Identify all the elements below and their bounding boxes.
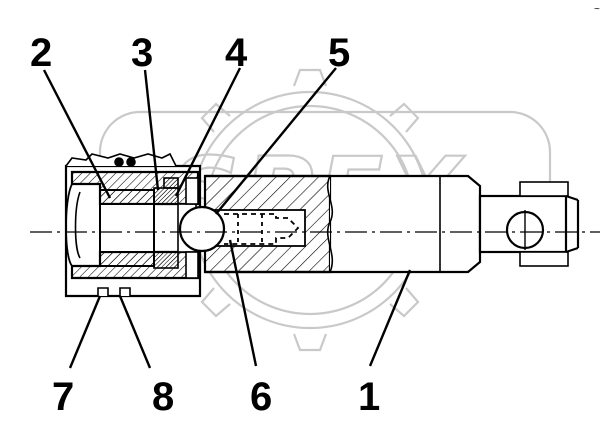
- callout-1: 1: [358, 375, 380, 419]
- nut-notches: [66, 287, 176, 297]
- callout-6: 6: [250, 375, 272, 419]
- inner-sleeve: [99, 189, 155, 267]
- callouts: 2 3 4 5 6 1 7 8: [30, 31, 380, 419]
- callout-7: 7: [52, 375, 74, 419]
- main-body: [203, 174, 482, 274]
- right-shaft: [478, 181, 580, 267]
- callout-8: 8: [152, 375, 174, 419]
- callout-4: 4: [225, 31, 248, 75]
- callout-5: 5: [328, 31, 350, 75]
- callout-2: 2: [30, 31, 52, 75]
- leader-lines: [42, 67, 412, 369]
- ball: [178, 205, 226, 253]
- pin-and-spring: [224, 213, 300, 245]
- callout-3: 3: [131, 31, 153, 75]
- corner-mark: ~: [594, 4, 600, 15]
